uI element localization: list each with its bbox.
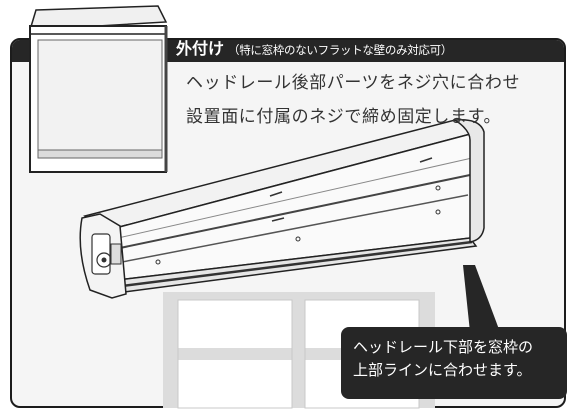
callout-box: ヘッドレール下部を窓枠の 上部ラインに合わせます。	[341, 327, 567, 399]
section-subtitle: （特に窓枠のないフラットな壁のみ対応可）	[228, 43, 453, 57]
instruction-line-2: 設置面に付属のネジで締め固定します。	[186, 107, 502, 127]
callout-line-2: 上部ラインに合わせます。	[353, 361, 532, 379]
instruction-text: ヘッドレール後部パーツをネジ穴に合わせ 設置面に付属のネジで締め固定します。	[186, 66, 566, 134]
section-title: 外付け	[176, 39, 225, 58]
shade-thumbnail	[28, 5, 168, 173]
headrail-illustration	[79, 119, 485, 299]
callout-line-1: ヘッドレール下部を窓枠の	[353, 338, 534, 356]
section-header: 外付け （特に窓枠のないフラットな壁のみ対応可）	[176, 38, 452, 60]
instruction-line-1: ヘッドレール後部パーツをネジ穴に合わせ	[186, 73, 521, 93]
callout-pointer	[463, 265, 500, 332]
